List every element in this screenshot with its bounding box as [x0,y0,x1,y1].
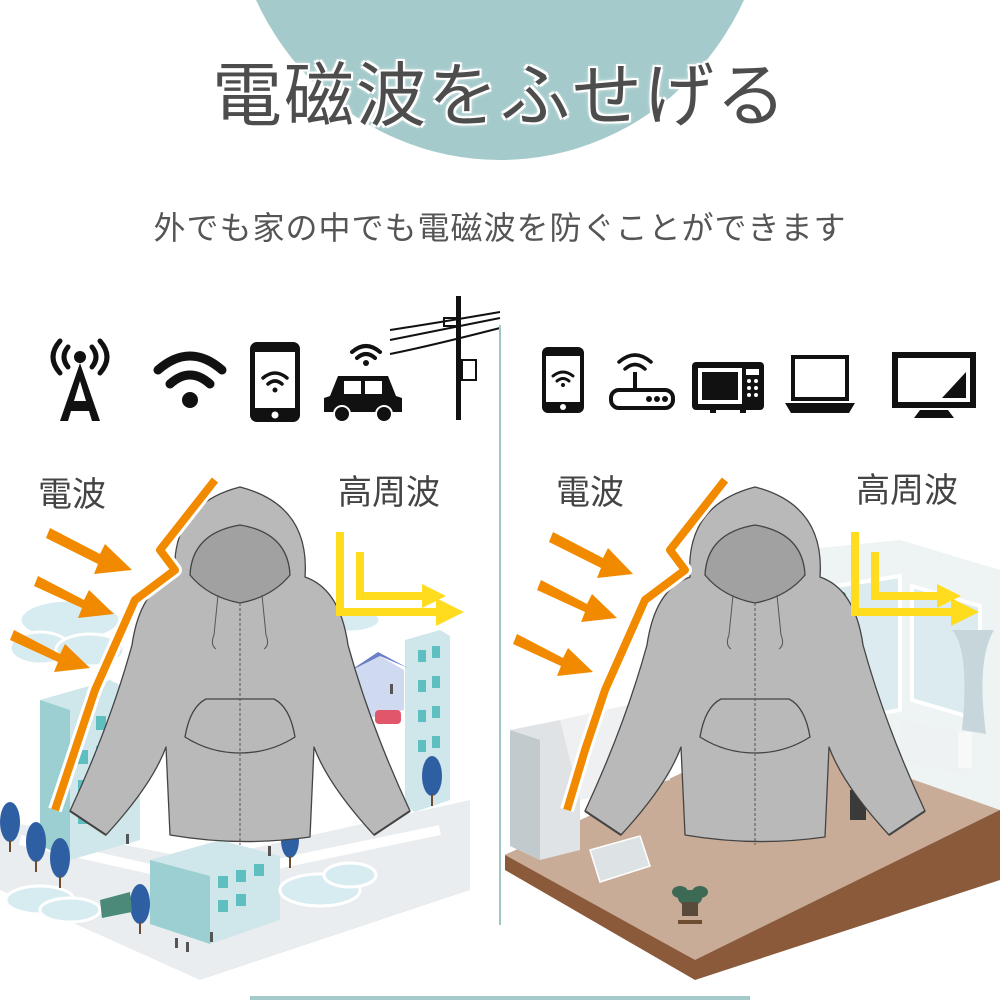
section-divider [499,325,501,925]
hoodie-right [584,486,926,845]
page-title: 電磁波をふせげる [212,55,788,137]
label-electric-wave-indoor: 電波 [556,473,624,513]
tv-icon [892,352,976,418]
laptop-icon [785,355,855,413]
bottom-accent-line [250,996,750,1000]
microwave-icon [692,362,764,413]
router-icon [609,353,675,410]
label-high-frequency-indoor: 高周波 [856,471,958,511]
smartphone-icon [250,342,300,422]
hoodie-left [69,486,411,845]
page-subtitle: 外でも家の中でも電磁波を防ぐことができます [153,209,847,247]
electric-wave-arrows-left [10,475,221,813]
high-frequency-arrows-left [336,532,464,626]
smartphone-icon-indoor [542,347,584,413]
electric-wave-arrows-right [513,475,731,813]
utility-pole-icon [389,296,501,420]
label-high-frequency-outdoor: 高周波 [338,473,440,513]
label-electric-wave-outdoor: 電波 [38,475,106,515]
antenna-tower-icon [50,338,110,421]
wifi-icon [153,351,227,408]
high-frequency-arrows-right [851,532,979,626]
car-icon [324,344,402,423]
